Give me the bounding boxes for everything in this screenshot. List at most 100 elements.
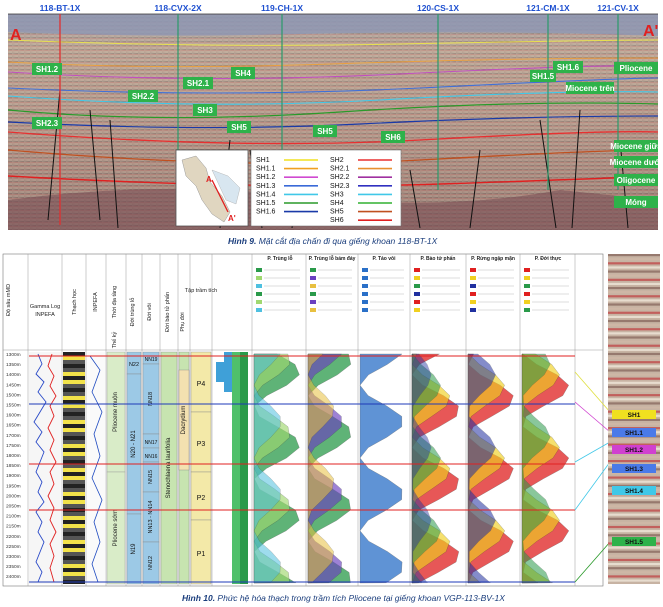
figure-9-caption: Hình 9. Mặt cắt địa chấn đi qua giếng kh… xyxy=(228,236,438,246)
depth-label: 2300m xyxy=(6,554,21,560)
sequence-label: P3 xyxy=(197,441,206,448)
nanno-zone-label: NN13 - NN14 xyxy=(148,500,154,533)
foram-zone-label: N22 xyxy=(129,362,139,368)
lithology-header: Thạch học xyxy=(72,289,78,315)
depth-label: 1750m xyxy=(6,443,21,449)
well-tie-label: SH1.4 xyxy=(625,488,643,495)
legend-item-label: SH3 xyxy=(330,191,344,198)
horizon-label: SH1.6 xyxy=(557,63,580,72)
horizon-label: SH3 xyxy=(197,106,213,115)
depth-label: 2100m xyxy=(6,514,21,520)
depth-label: 2150m xyxy=(6,524,21,530)
legend-item-label: SH5 xyxy=(330,209,344,216)
depth-label: 1550m xyxy=(6,403,21,409)
horizon-label: SH1.5 xyxy=(532,72,555,81)
gamma-header: Gamma Log xyxy=(30,304,60,310)
legend-item-label: SH1.5 xyxy=(256,200,276,207)
panel-header: P. Rừng ngập mặn xyxy=(471,256,515,262)
era-label: Pliocene sớm xyxy=(113,510,119,547)
depth-label: 2050m xyxy=(6,504,21,510)
depth-label: 1850m xyxy=(6,463,21,469)
legend-item-label: SH1.1 xyxy=(256,166,276,173)
horizon-label: SH1.2 xyxy=(36,65,59,74)
horizon-label: SH6 xyxy=(385,133,401,142)
horizon-label: SH4 xyxy=(235,69,251,78)
depth-label: 1950m xyxy=(6,483,21,489)
panel-header: P. Tảo vôi xyxy=(373,256,397,262)
pollen-zone-label: Stenochlaena laurifolia xyxy=(166,437,172,498)
legend-item-label: SH1.2 xyxy=(256,174,276,181)
depth-label: 2350m xyxy=(6,564,21,570)
biostratigraphy-figure: Độ sâu mMD Gamma Log INPEFA Thạch học IN… xyxy=(0,252,663,588)
depth-label: 1700m xyxy=(6,433,21,439)
svg-text:A': A' xyxy=(228,214,236,223)
legend-item-label: SH4 xyxy=(330,200,344,207)
gamma-subheader: INPEFA xyxy=(35,312,55,318)
legend-item-label: SH2.3 xyxy=(330,183,350,190)
depth-header: Độ sâu mMD xyxy=(6,284,12,316)
sequence-label: P1 xyxy=(197,551,206,558)
depth-label: 2400m xyxy=(6,574,21,580)
formation-label: Oligocene xyxy=(617,176,656,185)
inpefa-header: INPEFA xyxy=(93,292,99,312)
depth-label: 2000m xyxy=(6,493,21,499)
formation-label: Pliocene xyxy=(620,64,653,73)
figure-10-caption: Hình 10. Phức hệ hóa thạch trong trầm tí… xyxy=(182,593,505,603)
era-label: Pliocene muộn xyxy=(113,392,119,432)
svg-text:A: A xyxy=(206,175,212,184)
legend-item-label: SH2 xyxy=(330,157,344,164)
sequence-label: P4 xyxy=(197,381,206,388)
nanno-zone-label: NN19 xyxy=(145,357,158,363)
foram-header: Đới trùng lỗ xyxy=(129,298,136,327)
well-tie-label: SH1.5 xyxy=(625,539,643,546)
well-label-118-cvx-2x: 118-CVX-2X xyxy=(154,3,202,13)
well-label-120-cs-1x: 120-CS-1X xyxy=(417,3,459,13)
well-tie-label: SH1.1 xyxy=(625,430,643,437)
era-header: Thế kỷ xyxy=(111,332,118,349)
depth-label: 1800m xyxy=(6,453,21,459)
sequence-label: P2 xyxy=(197,495,206,502)
pollen-header: Đới bào tử phấn xyxy=(164,292,171,332)
nanno-zone-label: NN18 xyxy=(148,392,154,406)
nanno-zone-label: NN17 xyxy=(145,440,158,446)
well-tie-label: SH1.3 xyxy=(625,466,643,473)
foram-zone-label: N20 - N21 xyxy=(131,430,137,458)
panel-header: P. Trùng lỗ bám đáy xyxy=(309,255,356,262)
depth-label: 1600m xyxy=(6,413,21,419)
well-tie-label: SH1.2 xyxy=(625,447,643,454)
horizon-label: SH2.3 xyxy=(36,119,59,128)
panel-header: P. Đới thực xyxy=(535,256,562,262)
panel-header: P. Trùng lỗ xyxy=(267,255,292,262)
legend-item-label: SH6 xyxy=(330,217,344,224)
depth-label: 2250m xyxy=(6,544,21,550)
formation-label: Móng xyxy=(625,198,646,207)
horizon-label: SH5 xyxy=(231,123,247,132)
horizon-label: SH2.2 xyxy=(132,92,155,101)
legend-item-label: SH2.1 xyxy=(330,166,350,173)
formation-label: Miocene giữa xyxy=(610,142,662,151)
depth-label: 1300m xyxy=(6,352,21,358)
legend-item-label: SH1.4 xyxy=(256,191,276,198)
sequence-header: Tập trầm tích xyxy=(185,288,217,294)
well-label-121-cv-1x: 121-CV-1X xyxy=(597,3,639,13)
chrono-header: Thời địa tầng xyxy=(112,286,118,318)
panel-header: P. Bào tử phấn xyxy=(421,255,456,262)
subzone-header: Phụ đới xyxy=(180,312,186,331)
depth-label: 1900m xyxy=(6,473,21,479)
depth-label: 2200m xyxy=(6,534,21,540)
nanno-zone-label: NN12 xyxy=(148,556,154,570)
well-label-121-cm-1x: 121-CM-1X xyxy=(526,3,570,13)
nanno-header: Đới vôi xyxy=(147,303,153,320)
legend-item-label: SH1.6 xyxy=(256,209,276,216)
nanno-zone-label: NN16 xyxy=(145,454,158,460)
section-end-label: A' xyxy=(643,23,658,40)
legend-item-label: SH2.2 xyxy=(330,174,350,181)
formation-label: Miocene trên xyxy=(565,84,614,93)
location-map-inset: A A' xyxy=(175,149,249,227)
seismic-section-figure: 118-BT-1X 118-CVX-2X 119-CH-1X 120-CS-1X… xyxy=(0,0,663,232)
depth-label: 1350m xyxy=(6,362,21,368)
foram-zone-label: N19 xyxy=(131,543,137,555)
nanno-zone-label: NN15 xyxy=(148,470,154,484)
legend-item-label: SH1.3 xyxy=(256,183,276,190)
